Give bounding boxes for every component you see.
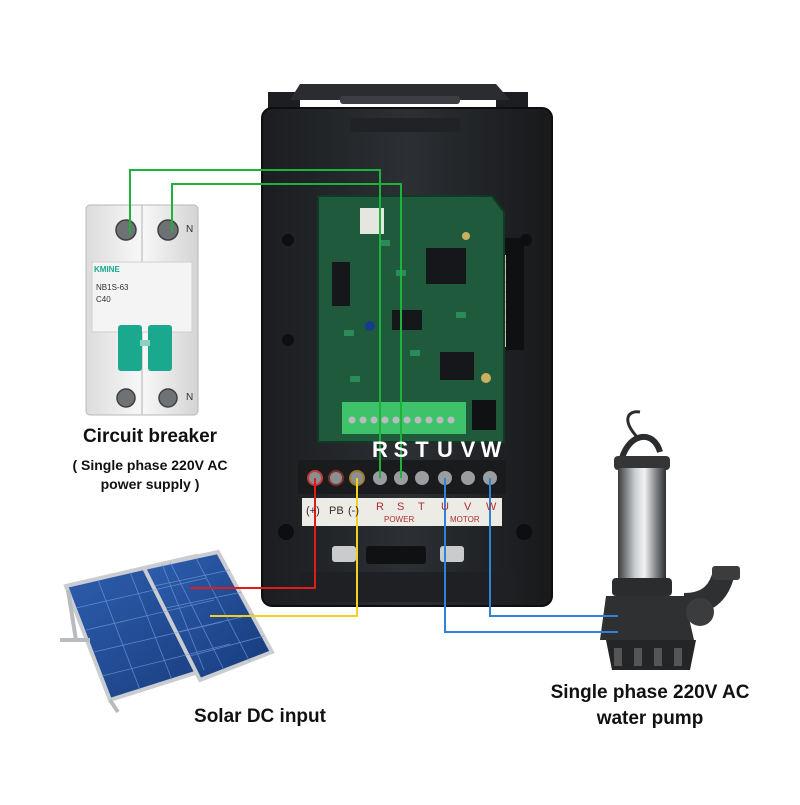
terminal-letter-r: R — [372, 437, 388, 462]
circuit-breaker: KMINE NB1S-63 C40 N N — [85, 204, 199, 416]
terminal-label-strip — [302, 498, 502, 526]
solar-panel — [141, 549, 275, 683]
breaker-screw — [158, 388, 178, 408]
board-switch — [472, 400, 496, 430]
pump-volute — [600, 596, 694, 640]
breaker-neutral-label: N — [186, 392, 193, 403]
terminal-letter-u: U — [437, 437, 453, 462]
breaker-caption-line2: power supply ) — [100, 476, 200, 492]
breaker-neutral-label: N — [186, 224, 193, 235]
terminal-labels: (+) PB (-) R S T U V W POWER MOTOR — [306, 501, 497, 524]
terminal-letter-s: S — [393, 437, 409, 462]
terminal-label: (+) — [306, 505, 320, 517]
breaker-screw — [157, 219, 179, 241]
breaker-screw — [115, 219, 137, 241]
breaker-caption-subtitle: ( Single phase 220V AC power supply ) — [40, 456, 260, 494]
breaker-caption-line1: ( Single phase 220V AC — [72, 457, 228, 473]
pump-caption: Single phase 220V AC water pump — [520, 680, 780, 732]
terminal-letter-w: W — [480, 437, 502, 462]
terminal-letter-t: T — [415, 437, 429, 462]
wire-dc-positive — [190, 478, 316, 589]
wires — [129, 169, 618, 633]
breaker-caption-title: Circuit breaker — [82, 426, 218, 447]
pump-base — [606, 640, 696, 670]
terminal-label: W — [486, 501, 497, 513]
inverter-top-slot — [350, 118, 460, 132]
terminal-label: PB — [329, 505, 344, 517]
breaker-model: NB1S-63 — [96, 283, 129, 292]
board-chip — [440, 352, 474, 380]
breaker-brand: KMINE — [94, 265, 120, 274]
pump-caption-line1: Single phase 220V AC — [550, 682, 750, 703]
inverter — [261, 84, 553, 607]
terminal-label: T — [418, 501, 425, 513]
wire-ac-line-r — [129, 169, 381, 478]
water-pump — [600, 410, 740, 670]
breaker-toggle — [148, 325, 172, 371]
breaker-screw — [116, 388, 136, 408]
pump-motor-housing — [618, 468, 666, 580]
terminal-label: V — [464, 501, 472, 513]
board-chip — [332, 262, 350, 306]
microcontroller-chip — [426, 248, 466, 284]
terminal-label: (-) — [348, 505, 359, 517]
pump-caption-line2: water pump — [596, 708, 704, 729]
board-chip — [392, 310, 422, 330]
wire-motor-v — [489, 478, 618, 617]
solar-panels — [60, 549, 275, 714]
wire-ac-neutral-s — [171, 183, 402, 478]
wire-dc-negative — [210, 478, 358, 617]
terminal-label: R — [376, 501, 384, 513]
terminal-label: U — [441, 501, 449, 513]
breaker-rating: C40 — [96, 295, 111, 304]
wire-motor-u — [444, 478, 618, 633]
solar-caption: Solar DC input — [194, 706, 326, 727]
power-group-label: POWER — [384, 515, 414, 524]
terminal-letter-v: V — [460, 437, 476, 462]
breaker-toggle — [118, 325, 142, 371]
fan-grille — [340, 96, 460, 104]
motor-group-label: MOTOR — [450, 515, 480, 524]
terminal-screws — [307, 470, 497, 486]
terminal-label: S — [397, 501, 404, 513]
